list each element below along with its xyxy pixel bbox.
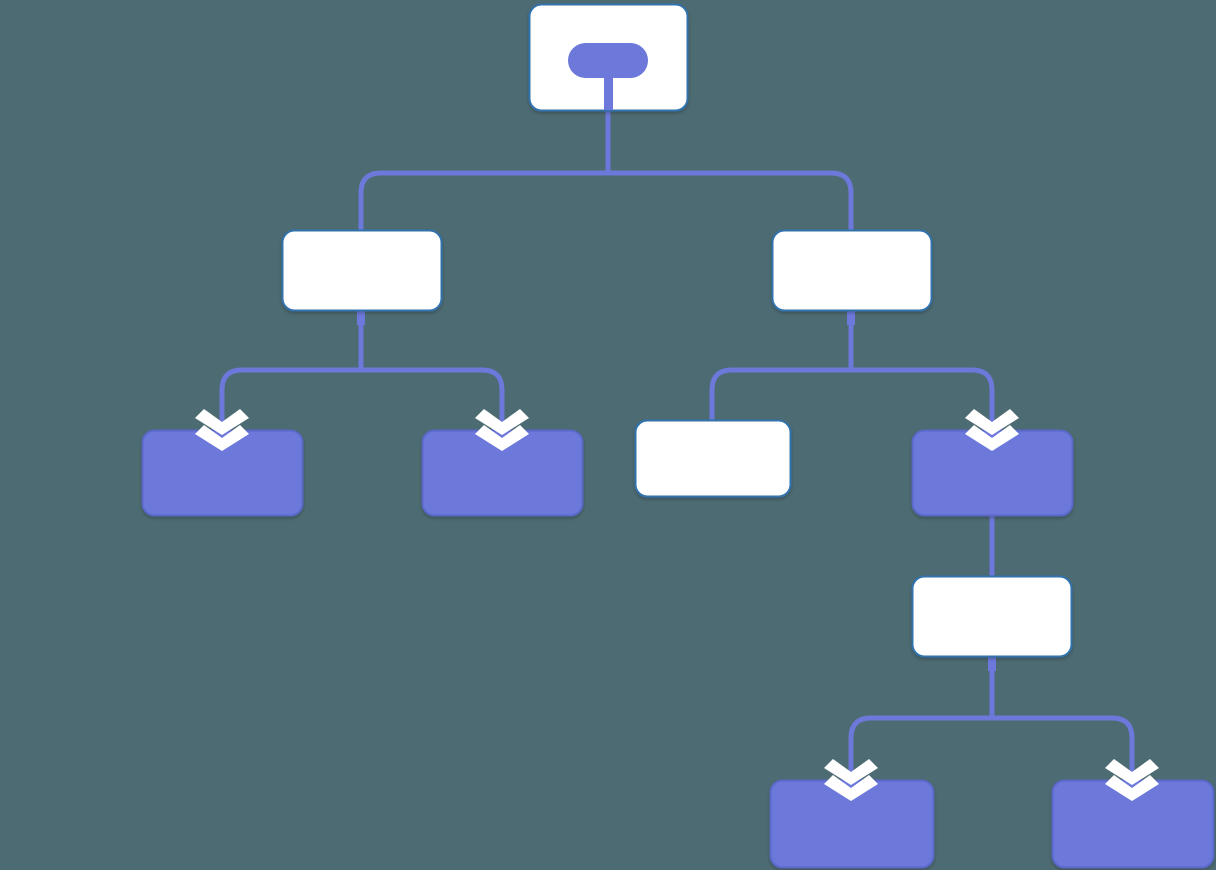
root-pill-stem — [604, 78, 613, 110]
edge-sub-white-to-leaf-5 — [848, 656, 995, 780]
arrow-marker-leaf-5 — [824, 759, 878, 801]
arrow-marker-leaf-2 — [475, 409, 529, 451]
left-branch-node-shape[interactable] — [281, 229, 443, 312]
edge-root-to-right-branch — [605, 110, 854, 230]
arrow-marker-leaf-1-chevron-bottom — [195, 425, 249, 451]
sub-white-node[interactable] — [911, 575, 1073, 658]
plain-node-3-shape[interactable] — [634, 419, 792, 498]
root-pill-icon — [568, 43, 648, 78]
arrow-marker-leaf-1 — [195, 409, 249, 451]
arrow-marker-leaf-6 — [1105, 759, 1159, 801]
arrow-marker-leaf-5-chevron-top — [824, 759, 878, 785]
edge-right-branch-to-branch-4 — [848, 310, 995, 430]
left-branch-node[interactable] — [281, 229, 443, 312]
right-branch-node-shape[interactable] — [771, 229, 933, 312]
edge-right-branch-to-plain-3 — [709, 310, 854, 420]
arrow-marker-leaf-5-chevron-bottom — [824, 775, 878, 801]
edge-left-branch-to-leaf-2 — [358, 310, 505, 430]
sub-white-node-shape[interactable] — [911, 575, 1073, 658]
edge-left-branch-to-leaf-1 — [219, 310, 364, 430]
root-node[interactable] — [528, 3, 689, 112]
arrow-marker-leaf-2-chevron-top — [475, 409, 529, 435]
arrow-marker-branch-4-chevron-top — [965, 409, 1019, 435]
arrow-marker-branch-4 — [965, 409, 1019, 451]
arrow-marker-leaf-6-chevron-top — [1105, 759, 1159, 785]
arrow-marker-leaf-6-chevron-bottom — [1105, 775, 1159, 801]
edges-layer — [219, 110, 1135, 780]
nodes-layer — [141, 3, 1215, 869]
edge-sub-white-to-leaf-6 — [989, 656, 1135, 780]
arrow-marker-leaf-2-chevron-bottom — [475, 425, 529, 451]
arrow-markers-layer — [195, 409, 1159, 801]
right-branch-node[interactable] — [771, 229, 933, 312]
arrow-marker-leaf-1-chevron-top — [195, 409, 249, 435]
arrow-marker-branch-4-chevron-bottom — [965, 425, 1019, 451]
plain-node-3[interactable] — [634, 419, 792, 498]
